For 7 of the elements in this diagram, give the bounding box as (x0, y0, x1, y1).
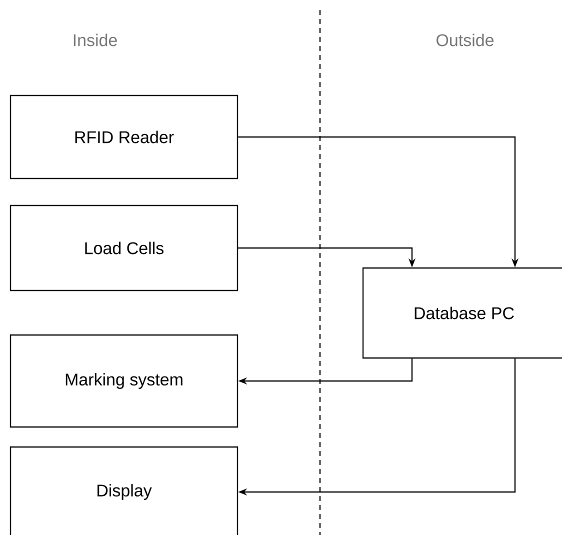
column-heading: Outside (436, 34, 494, 46)
process-box: Display (10, 446, 238, 535)
process-box: RFID Reader (10, 94, 238, 180)
process-box: Database PC (362, 267, 562, 359)
process-box: Marking system (10, 334, 238, 428)
process-box: Load Cells (10, 204, 238, 292)
column-heading: Inside (74, 34, 117, 46)
